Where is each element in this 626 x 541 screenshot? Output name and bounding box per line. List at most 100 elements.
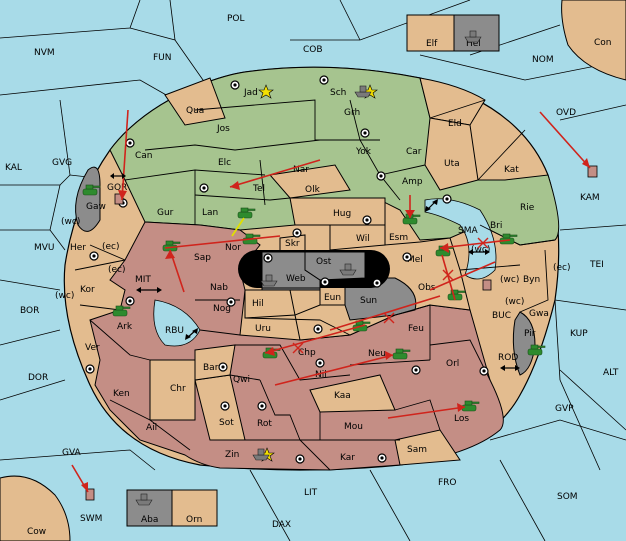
label-rod: ROD <box>498 353 518 363</box>
army-icon <box>392 348 411 360</box>
label-bor: BOR <box>20 306 39 316</box>
label-sap: Sap <box>194 253 211 263</box>
supply-center-icon <box>125 296 135 306</box>
province-cow[interactable] <box>0 475 71 541</box>
fleet-icon <box>252 448 270 461</box>
label-can: Can <box>135 151 153 161</box>
province-olk[interactable] <box>269 164 351 199</box>
fleet-icon <box>135 493 153 506</box>
label-nar: Nar <box>293 165 309 175</box>
label-web: Web <box>286 274 306 284</box>
label-ail: Ail <box>146 423 157 433</box>
supply-center-icon <box>218 362 228 372</box>
order-arrowheads <box>81 158 590 492</box>
star-icon <box>258 84 274 99</box>
label-lit: LIT <box>304 488 318 498</box>
coast-wc-gwa: (wc) <box>505 297 524 307</box>
coast-ec-her: (ec) <box>102 242 120 252</box>
label-rot: Rot <box>257 419 272 429</box>
label-nog: Nog <box>213 304 231 314</box>
supply-center-icon <box>85 364 95 374</box>
label-elc: Elc <box>218 158 231 168</box>
supply-center-icon <box>257 401 267 411</box>
supply-center-icon <box>372 278 382 288</box>
label-sch: Sch <box>330 88 346 98</box>
supply-center-icon <box>320 277 330 287</box>
label-nom: NOM <box>532 55 554 65</box>
supply-center-icon <box>376 171 386 181</box>
coast-wc-her: (wc) <box>61 217 80 227</box>
province-uta[interactable] <box>424 117 479 191</box>
province-pir[interactable] <box>512 311 536 376</box>
label-qwi: Qwi <box>233 375 250 385</box>
label-hug: Hug <box>333 209 351 219</box>
province-gaw[interactable] <box>75 166 101 232</box>
label-sma: SMA <box>458 226 478 236</box>
lake-rbu <box>153 299 201 347</box>
box-orn[interactable] <box>171 489 218 527</box>
connection-arrows <box>110 173 520 371</box>
label-buc: BUC <box>492 311 511 321</box>
supply-centers <box>85 75 489 464</box>
province-wil[interactable] <box>329 224 386 251</box>
label-mit: MIT <box>135 275 151 285</box>
label-car: Car <box>406 147 422 157</box>
label-skr: Skr <box>285 239 300 249</box>
units-fleets[interactable] <box>135 30 482 506</box>
label-sun: Sun <box>360 296 377 306</box>
label-chp: Chp <box>298 348 316 358</box>
label-orl: Orl <box>446 359 459 369</box>
label-dor: DOR <box>28 373 48 383</box>
label-uru: Uru <box>255 324 271 334</box>
province-eld[interactable] <box>419 77 486 126</box>
coast-wc-kor: (wc) <box>55 291 74 301</box>
province-sam[interactable] <box>394 429 461 466</box>
label-rie: Rie <box>520 203 535 213</box>
label-fun: FUN <box>153 53 172 63</box>
label-kat: Kat <box>504 165 519 175</box>
label-esm: Esm <box>389 233 408 243</box>
cut-marks <box>292 237 489 354</box>
label-qua: Qua <box>186 106 204 116</box>
box-hel[interactable] <box>453 14 500 52</box>
label-kal: KAL <box>5 163 22 173</box>
label-jad: Jad <box>243 88 258 98</box>
label-aba: Aba <box>141 515 158 525</box>
label-fro: FRO <box>438 478 457 488</box>
supply-center-icon <box>295 454 305 464</box>
support-order <box>231 217 245 237</box>
fleet-icon <box>464 30 482 43</box>
label-obs: Obs <box>418 283 436 293</box>
supply-center-icon <box>226 297 236 307</box>
label-bar: Bar <box>203 363 219 373</box>
retreat-markers <box>85 165 598 501</box>
label-neu: Neu <box>368 349 386 359</box>
province-chr[interactable] <box>149 359 196 421</box>
supply-center-icon <box>220 401 230 411</box>
supply-center-icon <box>411 365 421 375</box>
label-hel: Hel <box>466 39 481 49</box>
label-lan: Lan <box>202 208 218 218</box>
labels: POL COB FUN NVM NOM OVD KAL GVG KAM MVU … <box>5 14 619 537</box>
label-con: Con <box>594 38 612 48</box>
label-gva: GVA <box>62 448 82 458</box>
supply-center-icon <box>199 183 209 193</box>
label-amp: Amp <box>402 177 423 187</box>
province-con[interactable] <box>561 0 626 81</box>
army-icon <box>82 184 101 196</box>
label-olk: Olk <box>305 185 321 195</box>
label-kor: Kor <box>80 285 95 295</box>
label-mel: Mel <box>407 255 423 265</box>
army-icon <box>237 207 256 219</box>
label-kar: Kar <box>340 453 355 463</box>
province-qua[interactable] <box>164 77 226 126</box>
label-bri: Bri <box>490 221 502 231</box>
supply-center-icon <box>479 366 489 376</box>
label-dax: DAX <box>272 520 291 530</box>
supply-center-icon <box>362 215 372 225</box>
label-grh: Grh <box>344 108 360 118</box>
label-pol: POL <box>227 14 245 24</box>
box-elf[interactable] <box>406 14 455 52</box>
label-alt: ALT <box>603 368 619 378</box>
